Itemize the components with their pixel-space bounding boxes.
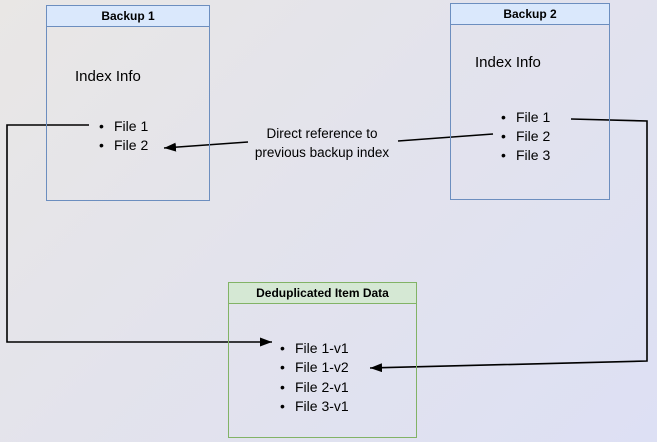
backup1-index-info-label: Index Info xyxy=(75,68,141,85)
backup2-title: Backup 2 xyxy=(451,4,609,25)
annotation-line2: previous backup index xyxy=(254,145,390,160)
deduplicated-item-data-box: Deduplicated Item Data File 1-v1 File 1-… xyxy=(228,282,417,438)
list-item: File 2 xyxy=(99,136,148,155)
annotation-line1: Direct reference to xyxy=(266,126,378,141)
deduplicated-item-list: File 1-v1 File 1-v2 File 2-v1 File 3-v1 xyxy=(280,339,349,416)
list-item: File 1 xyxy=(99,117,148,136)
backup1-title: Backup 1 xyxy=(47,6,209,27)
list-item: File 1 xyxy=(501,108,550,127)
backup2-box: Backup 2 Index Info File 1 File 2 File 3 xyxy=(450,3,610,200)
backup2-index-info-label: Index Info xyxy=(475,54,541,71)
list-item: File 2-v1 xyxy=(280,378,349,397)
list-item: File 3-v1 xyxy=(280,397,349,416)
list-item: File 1-v2 xyxy=(280,358,349,377)
backup1-file-list: File 1 File 2 xyxy=(99,117,148,155)
deduplicated-item-data-title: Deduplicated Item Data xyxy=(229,283,416,304)
direct-reference-annotation: Direct reference to previous backup inde… xyxy=(234,124,410,162)
list-item: File 1-v1 xyxy=(280,339,349,358)
list-item: File 3 xyxy=(501,146,550,165)
backup1-box: Backup 1 Index Info File 1 File 2 xyxy=(46,5,210,201)
list-item: File 2 xyxy=(501,127,550,146)
backup2-file-list: File 1 File 2 File 3 xyxy=(501,108,550,165)
